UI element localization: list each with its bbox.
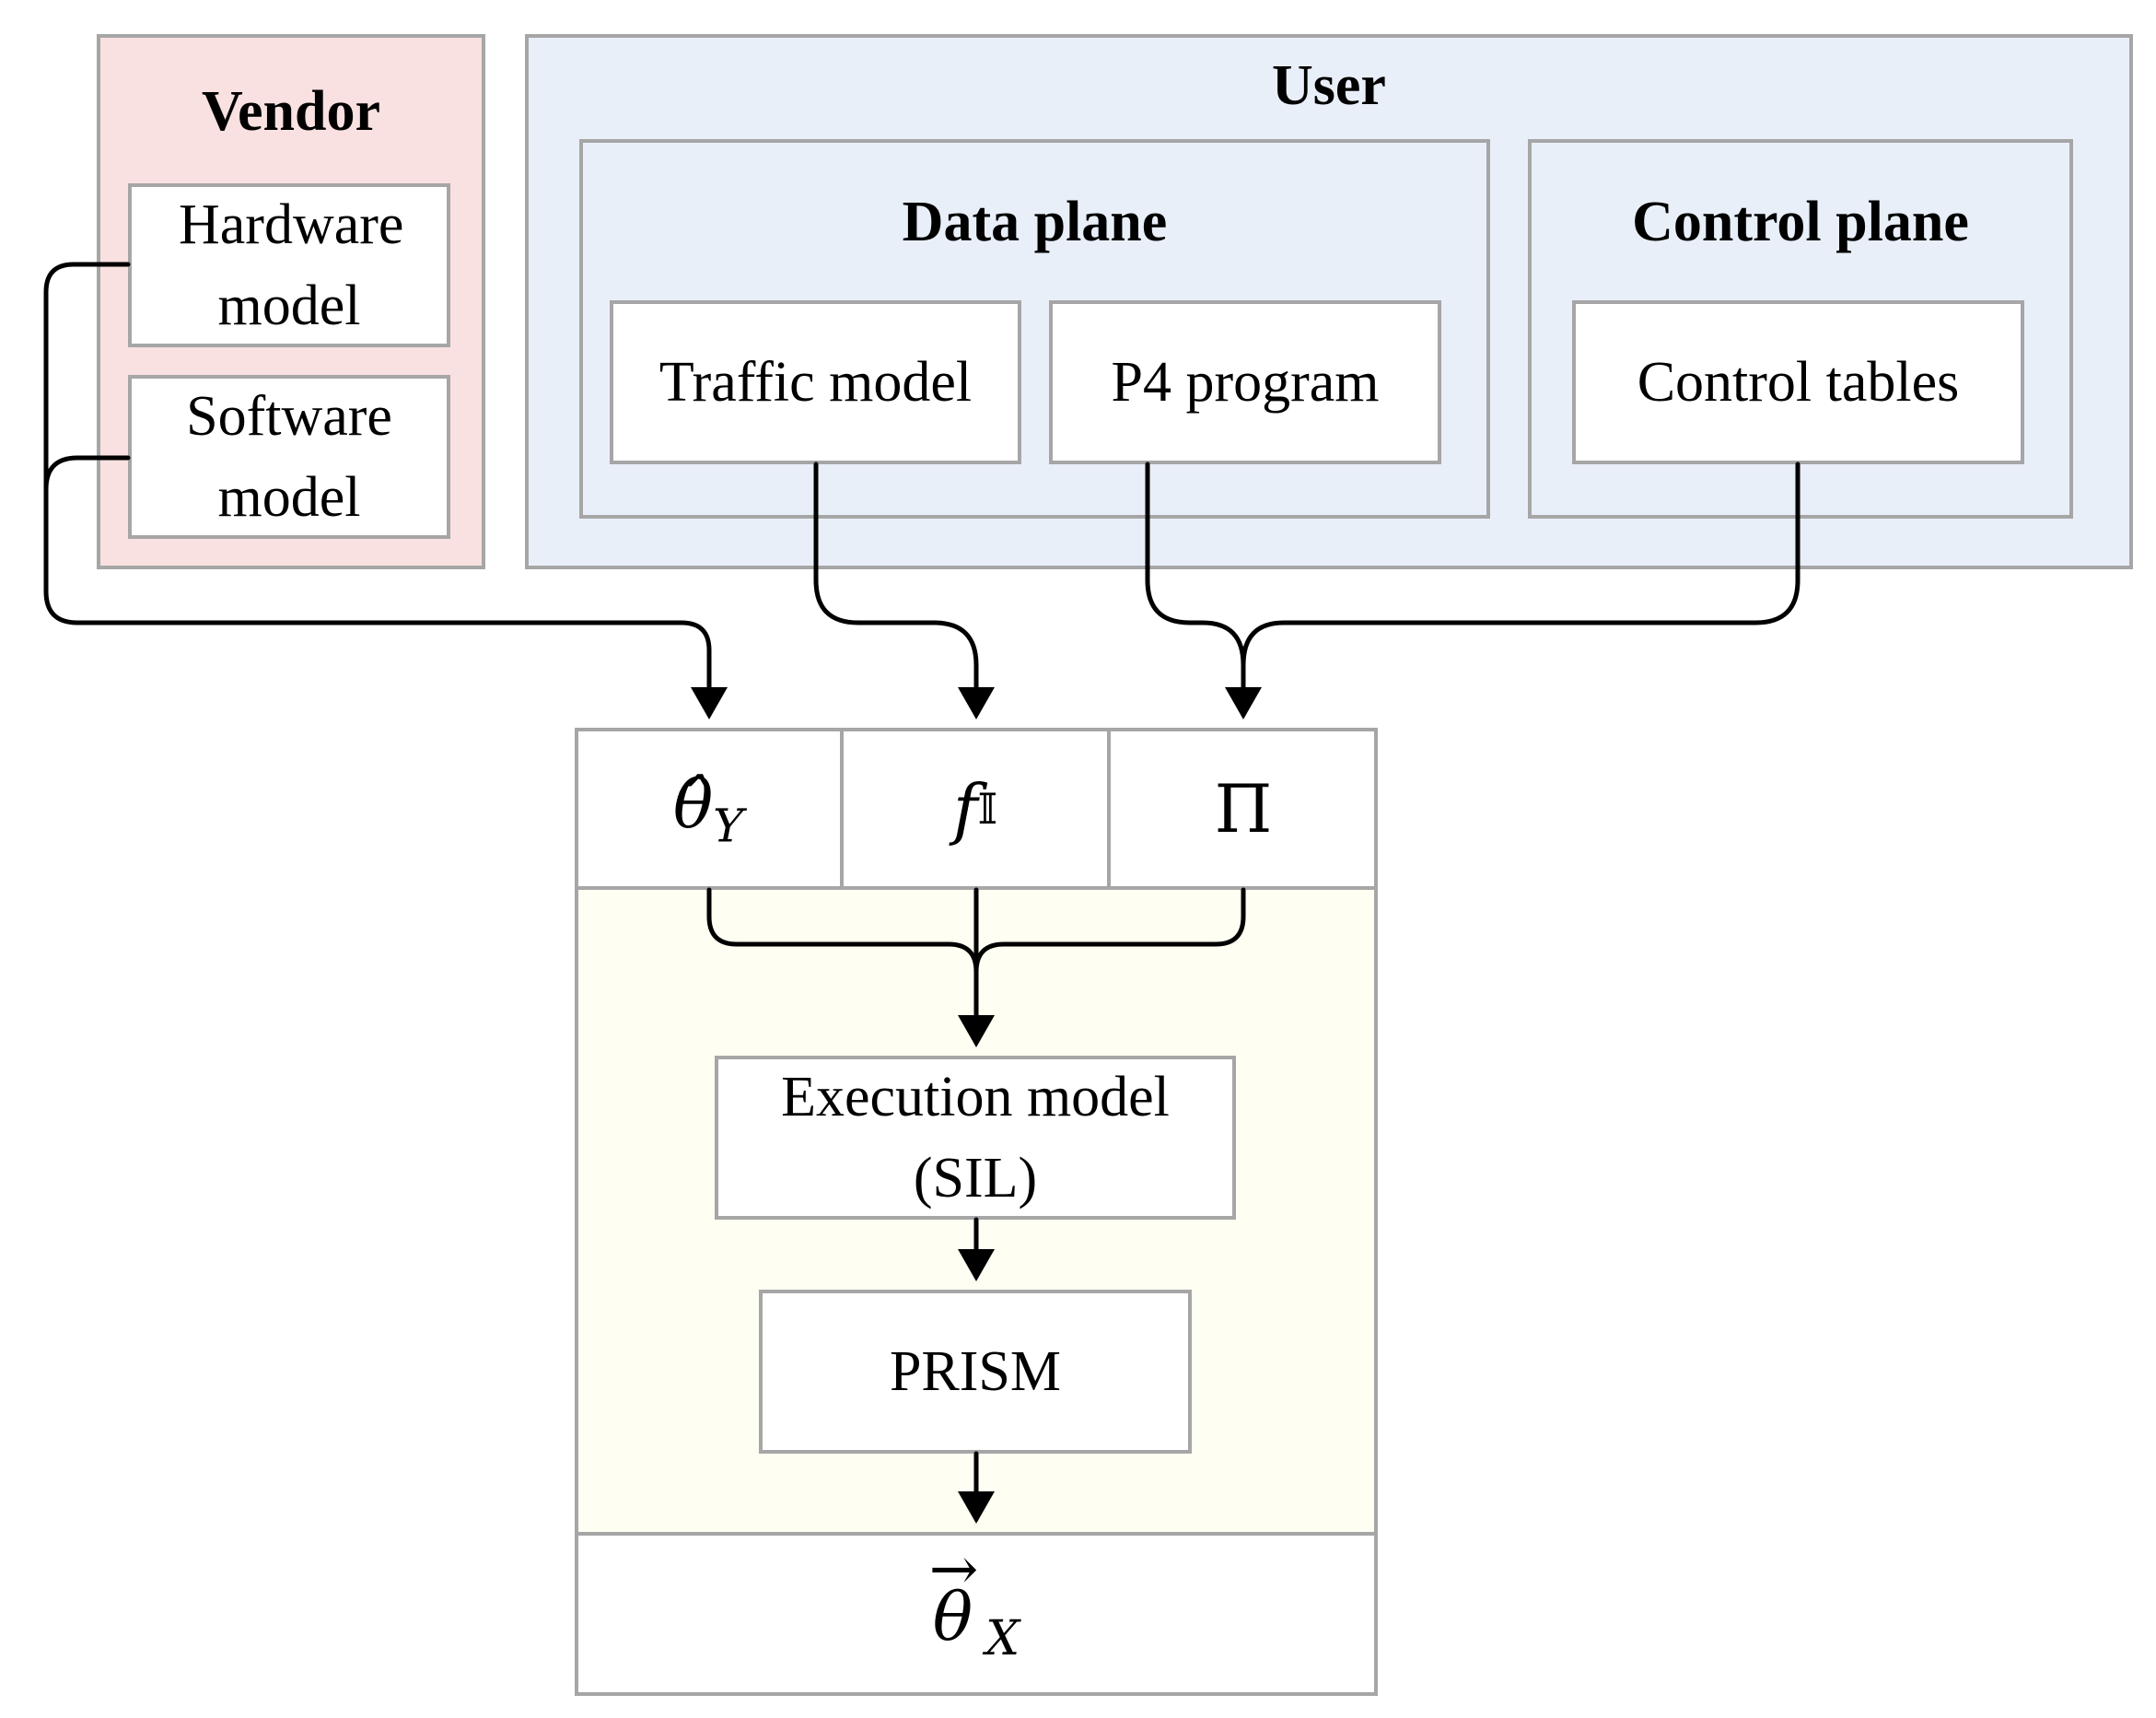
control-plane-title: Control plane	[1632, 191, 1969, 253]
wire-theta-hat-to-exec	[706, 887, 979, 975]
pipeline-inputs-row	[575, 728, 1378, 890]
wire-software-model	[43, 455, 131, 594]
prism-label: PRISM	[889, 1340, 1062, 1403]
f-symbol: f	[952, 770, 978, 847]
wire-control-tables	[1241, 462, 1801, 668]
wire-traffic-model	[813, 462, 995, 719]
input-divider-2	[1107, 728, 1111, 890]
input-divider-1	[840, 728, 844, 890]
traffic-model-box: Traffic model	[610, 300, 1021, 464]
theta-hat-input: θ̂Y	[575, 728, 842, 890]
theta-vector-arrow: →	[928, 1536, 979, 1605]
wire-p4-program	[1145, 462, 1262, 719]
data-plane-title: Data plane	[902, 191, 1168, 253]
pipeline-output-row	[575, 1532, 1378, 1696]
theta-vector-subscript: X	[985, 1610, 1020, 1666]
traffic-model-label: Traffic model	[658, 351, 973, 414]
pi-symbol: Π	[1214, 770, 1273, 847]
theta-vector-symbol: θ	[932, 1578, 973, 1656]
vendor-title: Vendor	[201, 80, 381, 143]
hardware-model-box: Hardware model	[128, 183, 450, 347]
theta-hat-symbol: θ̂	[672, 765, 714, 843]
pi-input: Π	[1109, 728, 1378, 890]
execution-model-label: Execution model (SIL)	[781, 1066, 1170, 1210]
prism-box: PRISM	[759, 1290, 1192, 1454]
p4-program-box: P4 program	[1049, 300, 1441, 464]
theta-hat-subscript: Y	[713, 799, 744, 853]
user-title: User	[1272, 54, 1386, 117]
f-subscript: 𝕀	[977, 784, 998, 834]
control-tables-label: Control tables	[1637, 351, 1960, 414]
wire-hardware-model	[43, 262, 728, 719]
wire-pi-to-exec	[973, 887, 1246, 975]
software-model-label: Software model	[186, 385, 392, 529]
execution-model-box: Execution model (SIL)	[715, 1056, 1236, 1220]
hardware-model-label: Hardware model	[179, 193, 404, 337]
control-tables-box: Control tables	[1572, 300, 2024, 464]
p4-program-label: P4 program	[1111, 351, 1380, 414]
